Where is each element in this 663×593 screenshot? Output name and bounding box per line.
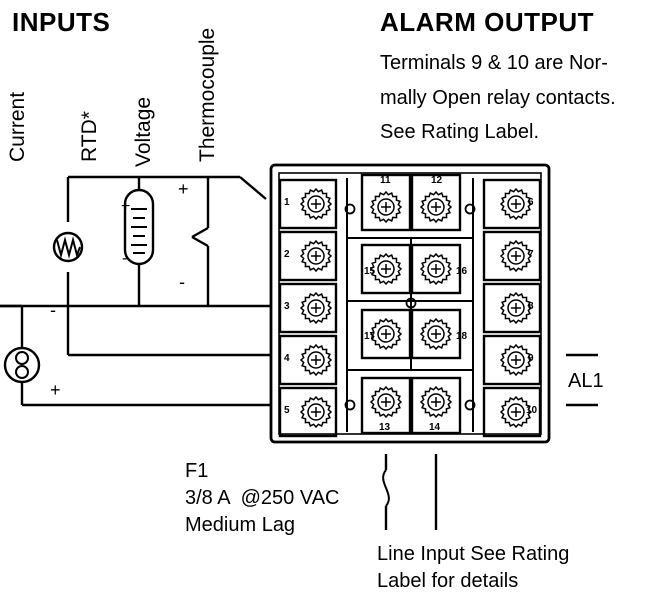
line-input-line-2: Label for details: [377, 570, 519, 592]
terminal-screw-icon: [419, 190, 453, 224]
alarm-desc-line-3: See Rating Label.: [380, 121, 540, 143]
alarm-desc-line-1: Terminals 9 & 10 are Nor-: [380, 52, 608, 74]
controller-housing: [269, 163, 551, 444]
terminal-screw-slot: [311, 199, 321, 209]
terminal-screw-head: [307, 247, 325, 265]
terminal-number-inner: 18: [456, 331, 468, 342]
terminal-screw-icon: [369, 385, 403, 419]
terminal-number-right: 6: [528, 197, 534, 208]
terminal-screw-head: [307, 299, 325, 317]
terminal-number-right: 10: [526, 405, 538, 416]
voltage-source-icon: [123, 188, 155, 266]
terminal-screw-head: [377, 325, 395, 343]
terminal-number-inner: 16: [456, 266, 468, 277]
terminal-screw-slot: [511, 407, 521, 417]
line-input-line-1: Line Input See Rating: [377, 543, 570, 565]
terminal-screw-icon: [299, 187, 333, 221]
terminal-screw-slot: [311, 303, 321, 313]
terminal-screw-head: [427, 325, 445, 343]
terminal-screw-head: [507, 403, 525, 421]
voltage-plus-mark: +: [121, 198, 131, 215]
terminal-screw-slot: [511, 303, 521, 313]
terminal-screw-slot: [311, 407, 321, 417]
terminal-screw-slot: [381, 329, 391, 339]
terminal-number-left: 5: [284, 405, 290, 416]
terminal-screw-icon: [499, 239, 533, 273]
terminal-screw-slot: [431, 329, 441, 339]
terminal-screw-slot: [381, 397, 391, 407]
terminal-screw-icon: [419, 385, 453, 419]
current-plus-mark: +: [50, 380, 61, 400]
terminal-screw-icon: [499, 343, 533, 377]
al1-label: AL1: [568, 370, 604, 392]
terminal-screw-slot: [511, 355, 521, 365]
terminal-screw-slot: [431, 397, 441, 407]
thermocouple-icon: [191, 226, 209, 248]
terminal-number-inner: 17: [364, 331, 376, 342]
terminal-number-right: 8: [528, 301, 534, 312]
terminal-number-right: 7: [528, 249, 534, 260]
thermocouple-label: Thermocouple: [196, 27, 219, 162]
terminal-screw-icon: [369, 252, 403, 286]
terminal-number-top: 12: [431, 175, 443, 186]
terminal-screw-icon: [419, 317, 453, 351]
terminal-screw-head: [307, 195, 325, 213]
current-label: Current: [6, 91, 29, 162]
terminal-screw-slot: [511, 251, 521, 261]
terminal-number-inner: 15: [364, 266, 376, 277]
terminal-screw-icon: [299, 395, 333, 429]
alarm-output-title: ALARM OUTPUT: [380, 7, 594, 37]
fuse-type: Medium Lag: [185, 514, 296, 536]
terminal-screw-head: [377, 260, 395, 278]
voltage-label: Voltage: [132, 96, 155, 167]
terminal-screw-icon: [299, 239, 333, 273]
terminal-screw-slot: [311, 251, 321, 261]
current-minus-mark: -: [50, 300, 56, 320]
current-source-icon: [3, 346, 41, 384]
terminal-screw-head: [427, 260, 445, 278]
alarm-desc-line-2: mally Open relay contacts.: [380, 87, 616, 109]
thermocouple-minus-mark: -: [179, 272, 185, 292]
terminal-number-left: 1: [284, 197, 290, 208]
terminal-screw-head: [427, 393, 445, 411]
rtd-icon: [52, 231, 84, 263]
terminal-number-bottom: 14: [429, 422, 441, 433]
fuse-rating: 3/8 A @250 VAC: [185, 487, 340, 509]
terminal-screw-icon: [419, 252, 453, 286]
terminal-screw-slot: [311, 355, 321, 365]
terminal-number-left: 2: [284, 249, 290, 260]
terminal-screw-slot: [431, 202, 441, 212]
terminal-number-top: 11: [380, 175, 391, 186]
rtd-label: RTD*: [78, 111, 101, 162]
terminal-screw-slot: [431, 264, 441, 274]
fuse-name: F1: [185, 460, 209, 482]
terminal-number-left: 3: [284, 301, 290, 312]
terminal-screw-icon: [369, 317, 403, 351]
terminal-screw-slot: [511, 199, 521, 209]
terminal-screw-head: [507, 299, 525, 317]
terminal-screw-head: [377, 393, 395, 411]
terminal-screw-head: [377, 198, 395, 216]
terminal-screw-slot: [381, 264, 391, 274]
terminal-screw-head: [507, 351, 525, 369]
terminal-screw-head: [307, 403, 325, 421]
terminal-screw-slot: [381, 202, 391, 212]
terminal-number-left: 4: [284, 353, 290, 364]
terminal-screw-icon: [369, 190, 403, 224]
terminal-screw-head: [307, 351, 325, 369]
terminal-screw-icon: [499, 187, 533, 221]
terminal-number-bottom: 13: [379, 422, 391, 433]
inputs-title: INPUTS: [12, 7, 111, 37]
terminal-screw-head: [507, 247, 525, 265]
terminal-screw-icon: [299, 291, 333, 325]
thermocouple-plus-mark: +: [178, 179, 189, 199]
voltage-minus-mark: -: [122, 250, 128, 267]
terminal-screw-icon: [499, 291, 533, 325]
terminal-screw-icon: [299, 343, 333, 377]
terminal-number-right: 9: [528, 353, 534, 364]
terminal-screw-icon: [499, 395, 533, 429]
terminal-screw-head: [507, 195, 525, 213]
terminal-screw-head: [427, 198, 445, 216]
